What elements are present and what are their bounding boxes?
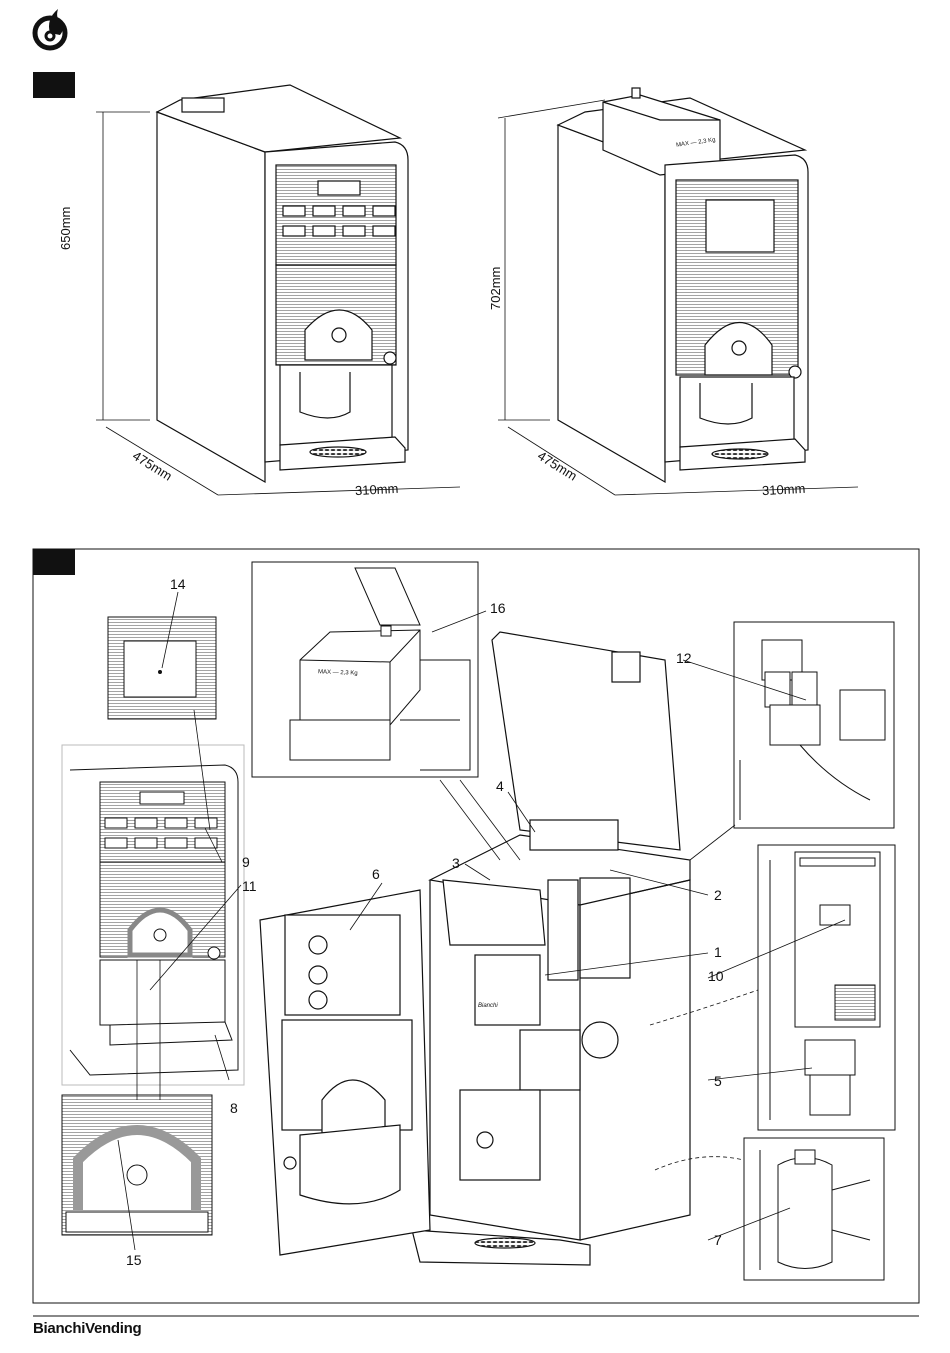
callout-3: 3 — [452, 855, 460, 871]
callout-8: 8 — [230, 1100, 238, 1116]
callout-11: 11 — [242, 878, 257, 894]
machine-a-width: 310mm — [355, 481, 399, 498]
callout-1: 1 — [714, 944, 722, 960]
callout-12: 12 — [676, 650, 692, 666]
bianchi-logo-icon — [35, 9, 65, 48]
figure-2-tab — [33, 549, 75, 575]
callout-7: 7 — [714, 1232, 722, 1248]
callout-2: 2 — [714, 887, 722, 903]
footer-brand: BianchiVending — [33, 1320, 141, 1337]
callout-16: 16 — [490, 600, 506, 616]
callout-4: 4 — [496, 778, 504, 794]
inset-display-screen — [124, 641, 196, 697]
machine-b-width: 310mm — [762, 481, 806, 498]
callout-5: 5 — [714, 1073, 722, 1089]
machine-b-height: 702mm — [488, 240, 503, 310]
callout-10: 10 — [708, 968, 724, 984]
callout-14: 14 — [170, 576, 186, 592]
figure-1-tab — [33, 72, 75, 98]
callout-15: 15 — [126, 1252, 142, 1268]
callout-6: 6 — [372, 866, 380, 882]
machine-a-height: 650mm — [58, 180, 73, 250]
machine-a-drawing — [157, 85, 408, 482]
brewer-brand-label: Bianchi — [478, 1003, 498, 1009]
callout-9: 9 — [242, 854, 250, 870]
